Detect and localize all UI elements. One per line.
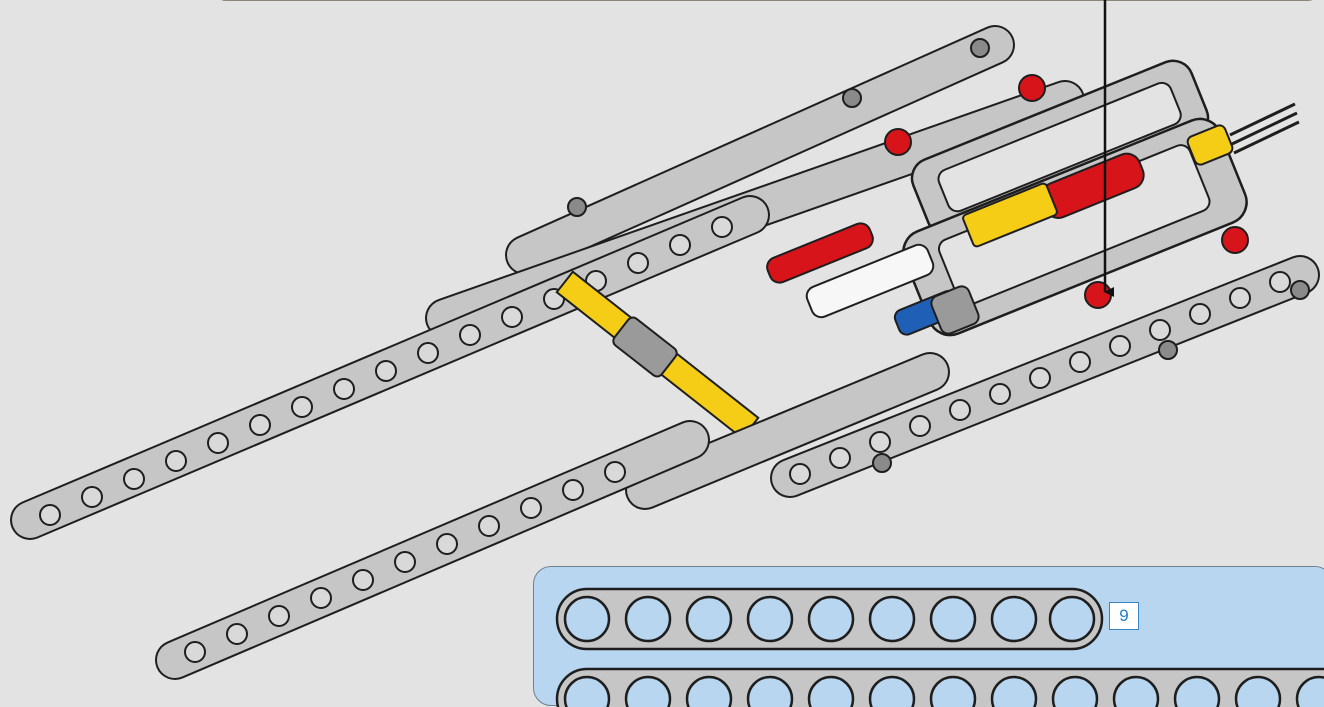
axle-end-right (1186, 102, 1300, 166)
technic-frame-upper (910, 59, 1210, 237)
yellow-connector (962, 182, 1058, 248)
technic-beam-icon (555, 587, 1324, 707)
technic-frame-lower (902, 117, 1248, 337)
quantity-label: 9 (1109, 602, 1139, 630)
build-step-canvas (10, 0, 1320, 680)
technic-beam-front (155, 420, 710, 680)
gray-pins (567, 38, 1310, 473)
technic-beam-left (10, 195, 770, 540)
blue-pin (893, 285, 980, 336)
technic-beam-back (505, 25, 1015, 275)
red-pins (766, 74, 1249, 309)
parts-list-panel (533, 566, 1324, 707)
white-connector (805, 243, 935, 319)
yellow-axle (555, 270, 760, 440)
technic-beam-middle (625, 352, 950, 510)
technic-beam-right-front (770, 255, 1320, 498)
